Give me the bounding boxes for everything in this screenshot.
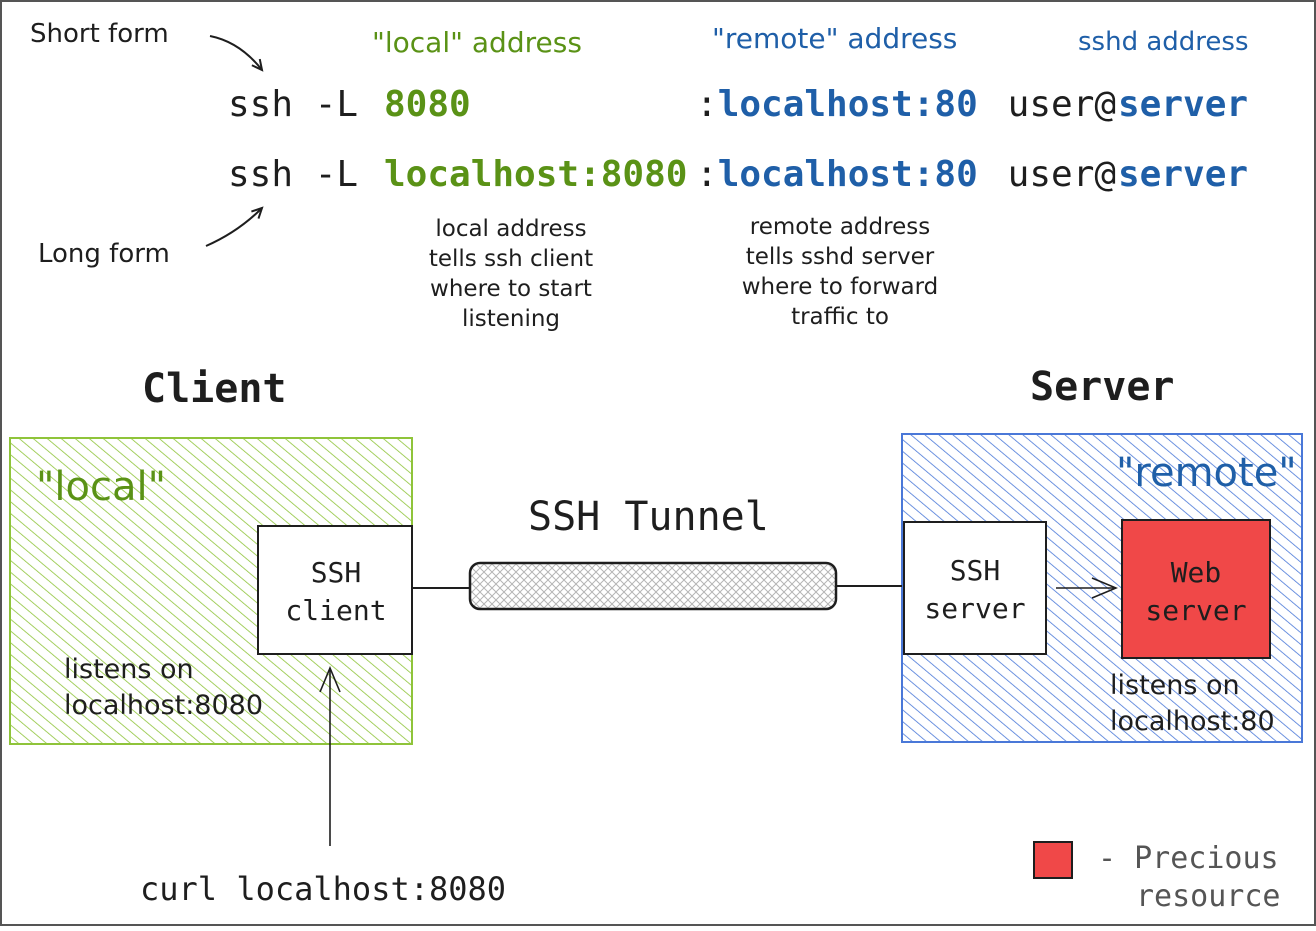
web-server-label-2: server xyxy=(1145,594,1246,627)
short-command-remote: :localhost:80 xyxy=(696,84,978,125)
local-note-line-3: where to start xyxy=(430,276,592,302)
remote-address-header: "remote" address xyxy=(712,22,957,55)
short-command-host: server xyxy=(1118,84,1248,125)
remote-address-note: remote address tells sshd server where to … xyxy=(742,214,939,330)
local-address-note: local address tells ssh client where to st… xyxy=(429,216,593,332)
local-address-header: "local" address xyxy=(372,26,582,59)
short-form-arrow xyxy=(209,35,264,72)
ssh-client-box xyxy=(257,525,413,655)
short-command-user: user@ xyxy=(986,84,1116,125)
server-title: Server xyxy=(1030,364,1175,410)
tunnel-label: SSH Tunnel xyxy=(528,494,769,540)
legend-text-1: - Precious xyxy=(1098,841,1279,876)
curl-command: curl localhost:8080 xyxy=(140,870,506,908)
local-note-line-2: tells ssh client xyxy=(429,246,593,272)
client-title: Client xyxy=(142,366,287,412)
long-command-host: server xyxy=(1118,154,1248,195)
remote-zone-tag: "remote" xyxy=(1116,450,1297,496)
short-form-label: Short form xyxy=(30,19,169,49)
long-command-user: user@ xyxy=(986,154,1116,195)
long-command-remote: :localhost:80 xyxy=(696,154,978,195)
local-zone-tag: "local" xyxy=(36,464,166,510)
local-note-line-1: local address xyxy=(435,216,586,242)
web-server-box xyxy=(1121,519,1271,659)
long-form-label: Long form xyxy=(38,239,170,269)
client-listen-line-2: localhost:8080 xyxy=(64,690,263,721)
server-listen-line-1: listens on xyxy=(1110,670,1240,701)
server-listen-line-2: localhost:80 xyxy=(1110,706,1275,737)
remote-note-line-2: tells sshd server xyxy=(746,244,935,270)
legend-text-2: resource xyxy=(1136,879,1281,914)
remote-note-line-1: remote address xyxy=(750,214,930,240)
long-form-arrow xyxy=(205,206,264,247)
remote-note-line-4: traffic to xyxy=(791,304,889,330)
legend-swatch xyxy=(1033,841,1073,879)
ssh-client-label-1: SSH xyxy=(311,556,362,589)
ssh-server-box xyxy=(903,521,1047,655)
local-note-line-4: listening xyxy=(462,306,560,332)
client-listen-line-1: listens on xyxy=(64,654,194,685)
ssh-server-label-2: server xyxy=(924,592,1025,625)
long-command-prefix: ssh -L xyxy=(228,154,380,195)
long-command-local: localhost:8080 xyxy=(384,154,687,195)
ssh-client-label-2: client xyxy=(285,594,386,627)
remote-note-line-3: where to forward xyxy=(742,274,939,300)
short-command-prefix: ssh -L xyxy=(228,84,380,125)
sshd-address-header: sshd address xyxy=(1078,27,1249,57)
short-command-local: 8080 xyxy=(384,84,471,125)
web-server-label-1: Web xyxy=(1171,556,1222,589)
ssh-tunnel xyxy=(468,561,838,611)
ssh-server-label-1: SSH xyxy=(950,554,1001,587)
